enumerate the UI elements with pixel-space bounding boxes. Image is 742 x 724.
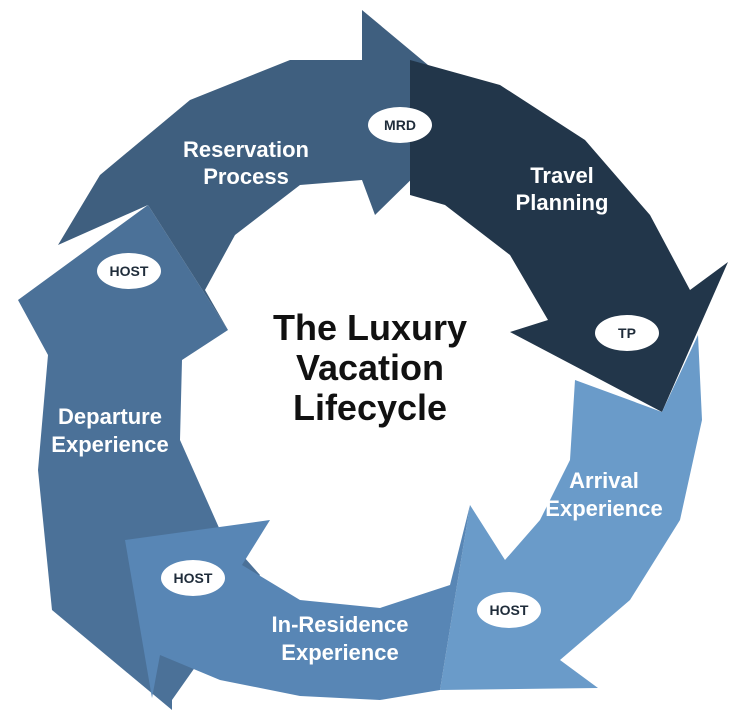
label-arrival-line-2: Experience	[545, 496, 662, 521]
label-in-residence-line-1: In-Residence	[272, 612, 409, 637]
center-title-line-2: Vacation	[296, 347, 444, 388]
badge-host-arrival-oval	[477, 592, 541, 628]
badge-mrd-oval	[368, 107, 432, 143]
badge-host-arrival: HOST	[477, 592, 541, 628]
badge-tp-text: TP	[618, 325, 636, 341]
badge-mrd: MRD	[368, 107, 432, 143]
badge-host-departure-text: HOST	[110, 263, 149, 279]
arrow-travel-planning	[410, 60, 728, 412]
label-in-residence-line-2: Experience	[281, 640, 398, 665]
segment-labels: Reservation Process Travel Planning Arri…	[51, 137, 662, 665]
badge-host-in-residence-oval	[161, 560, 225, 596]
badge-host-in-residence-text: HOST	[174, 570, 213, 586]
badge-host-departure-oval	[97, 253, 161, 289]
badge-host-arrival-text: HOST	[490, 602, 529, 618]
badge-tp: TP	[595, 315, 659, 351]
badge-host-departure: HOST	[97, 253, 161, 289]
label-departure-line-2: Experience	[51, 432, 168, 457]
role-badges: MRD TP HOST HOST HOST	[97, 107, 659, 628]
label-travel-line-1: Travel	[530, 163, 594, 188]
label-travel-line-2: Planning	[516, 190, 609, 215]
center-title-line-3: Lifecycle	[293, 387, 447, 428]
arrow-in-residence-experience	[125, 505, 470, 700]
label-reservation-line-1: Reservation	[183, 137, 309, 162]
label-reservation-line-2: Process	[203, 164, 289, 189]
arrow-reservation-process	[58, 10, 482, 330]
badge-tp-oval	[595, 315, 659, 351]
badge-mrd-text: MRD	[384, 117, 416, 133]
label-departure-line-1: Departure	[58, 404, 162, 429]
center-title: The Luxury Vacation Lifecycle	[273, 307, 467, 428]
label-arrival-line-1: Arrival	[569, 468, 639, 493]
badge-host-in-residence: HOST	[161, 560, 225, 596]
center-title-line-1: The Luxury	[273, 307, 467, 348]
